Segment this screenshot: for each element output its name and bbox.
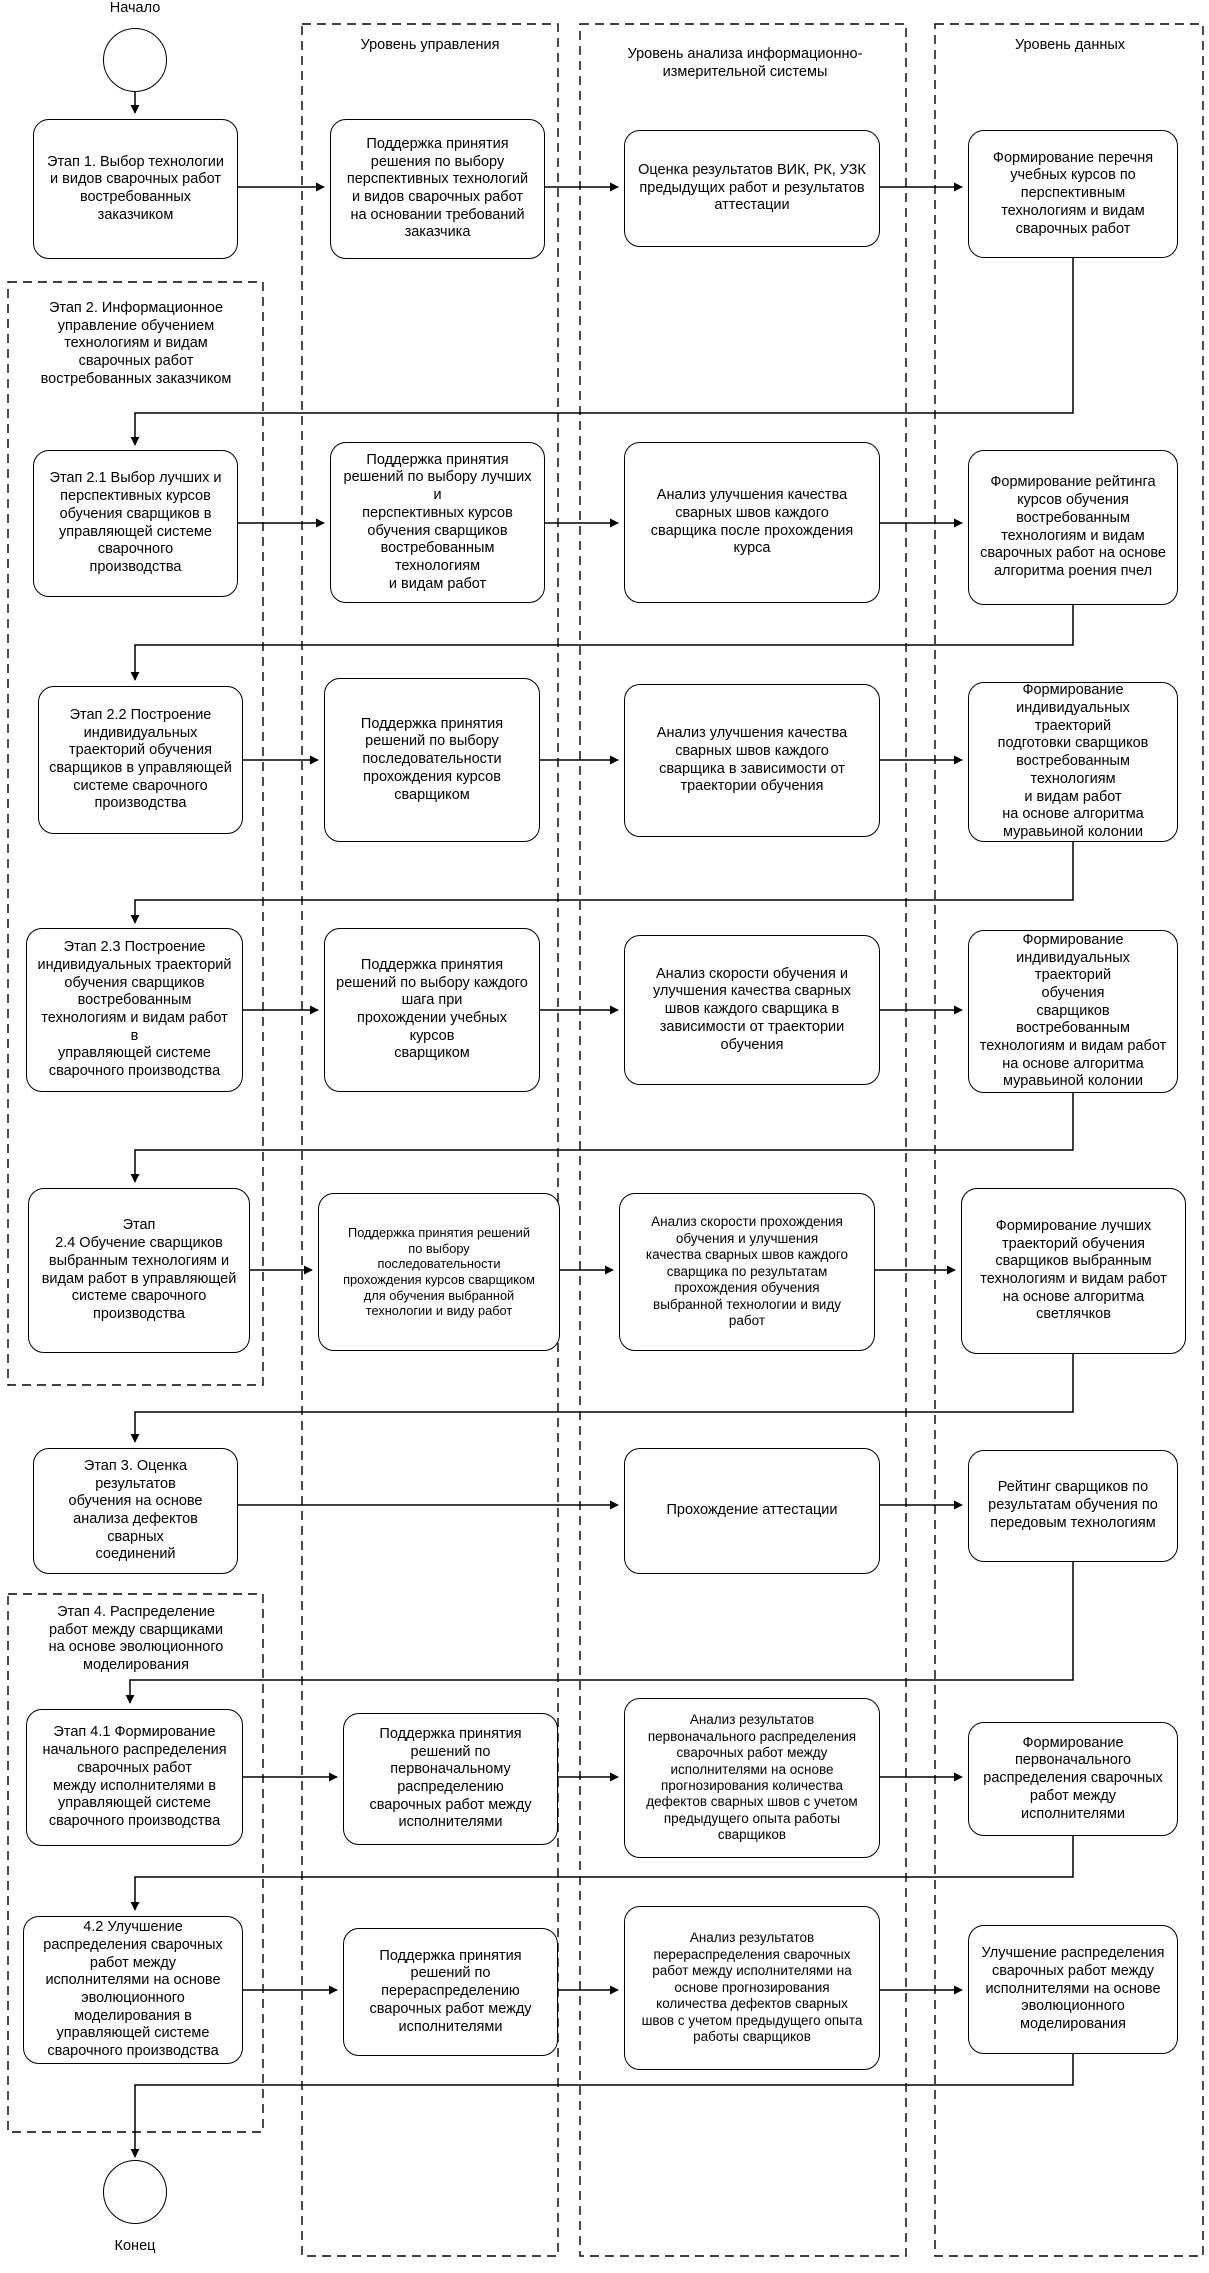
lane-data (934, 23, 1204, 2257)
stage-4-2-box: 4.2 Улучшение распределения сварочных ра… (23, 1916, 243, 2064)
lane-header-management: Уровень управления (360, 37, 500, 53)
analysis-4-1-box: Анализ результатов первоначального распр… (624, 1698, 880, 1858)
group-stage2 (7, 281, 264, 1386)
end-node (103, 2160, 167, 2224)
management-2-1-box: Поддержка принятия решений по выбору луч… (330, 442, 545, 603)
data-3-box: Рейтинг сварщиков по результатам обучени… (968, 1450, 1178, 1562)
management-4-1-box: Поддержка принятия решений по первоначал… (343, 1713, 558, 1845)
analysis-2-3-box: Анализ скорости обучения и улучшения кач… (624, 935, 880, 1085)
management-2-3-box: Поддержка принятия решений по выбору каж… (324, 928, 540, 1092)
data-2-3-box: Формирование индивидуальных траекторий о… (968, 930, 1178, 1093)
data-1-box: Формирование перечня учебных курсов по п… (968, 130, 1178, 258)
analysis-1-box: Оценка результатов ВИК, РК, УЗК предыдущ… (624, 130, 880, 247)
lane-management (301, 23, 559, 2257)
lane-analysis (579, 23, 907, 2257)
analysis-2-2-box: Анализ улучшения качества сварных швов к… (624, 684, 880, 837)
data-2-1-box: Формирование рейтинга курсов обучения во… (968, 450, 1178, 605)
lane-header-data: Уровень данных (1014, 37, 1126, 53)
analysis-3-box: Прохождение аттестации (624, 1448, 880, 1574)
data-2-2-box: Формирование индивидуальных траекторий п… (968, 682, 1178, 842)
management-2-2-box: Поддержка принятия решений по выбору пос… (324, 678, 540, 842)
stage-1-box: Этап 1. Выбор технологии и видов сварочн… (33, 119, 238, 259)
data-2-4-box: Формирование лучших траекторий обучения … (961, 1188, 1186, 1354)
stage-2-4-box: Этап 2.4 Обучение сварщиков выбранным те… (28, 1188, 250, 1353)
management-4-2-box: Поддержка принятия решений по перераспре… (343, 1928, 558, 2056)
management-2-4-box: Поддержка принятия решений по выбору пос… (318, 1193, 560, 1351)
management-1-box: Поддержка принятия решения по выбору пер… (330, 119, 545, 259)
stage-2-3-box: Этап 2.3 Построение индивидуальных траек… (26, 928, 243, 1092)
stage-2-2-box: Этап 2.2 Построение индивидуальных траек… (38, 686, 243, 834)
data-4-2-box: Улучшение распределения сварочных работ … (968, 1925, 1178, 2054)
analysis-2-4-box: Анализ скорости прохождения обучения и у… (619, 1193, 875, 1351)
end-label: Конец (85, 2238, 185, 2256)
data-4-1-box: Формирование первоначального распределен… (968, 1722, 1178, 1836)
group-label-stage2: Этап 2. Информационное управление обучен… (26, 300, 246, 389)
analysis-4-2-box: Анализ результатов перераспределения сва… (624, 1906, 880, 2070)
lane-header-analysis: Уровень анализа информационно- измерител… (627, 46, 863, 80)
analysis-2-1-box: Анализ улучшения качества сварных швов к… (624, 442, 880, 603)
start-node (103, 28, 167, 92)
group-label-stage4: Этап 4. Распределение работ между сварщи… (26, 1604, 246, 1675)
stage-3-box: Этап 3. Оценка результатов обучения на о… (33, 1448, 238, 1574)
stage-4-1-box: Этап 4.1 Формирование начального распред… (26, 1709, 243, 1846)
stage-2-1-box: Этап 2.1 Выбор лучших и перспективных ку… (33, 450, 238, 597)
start-label: Начало (85, 0, 185, 18)
